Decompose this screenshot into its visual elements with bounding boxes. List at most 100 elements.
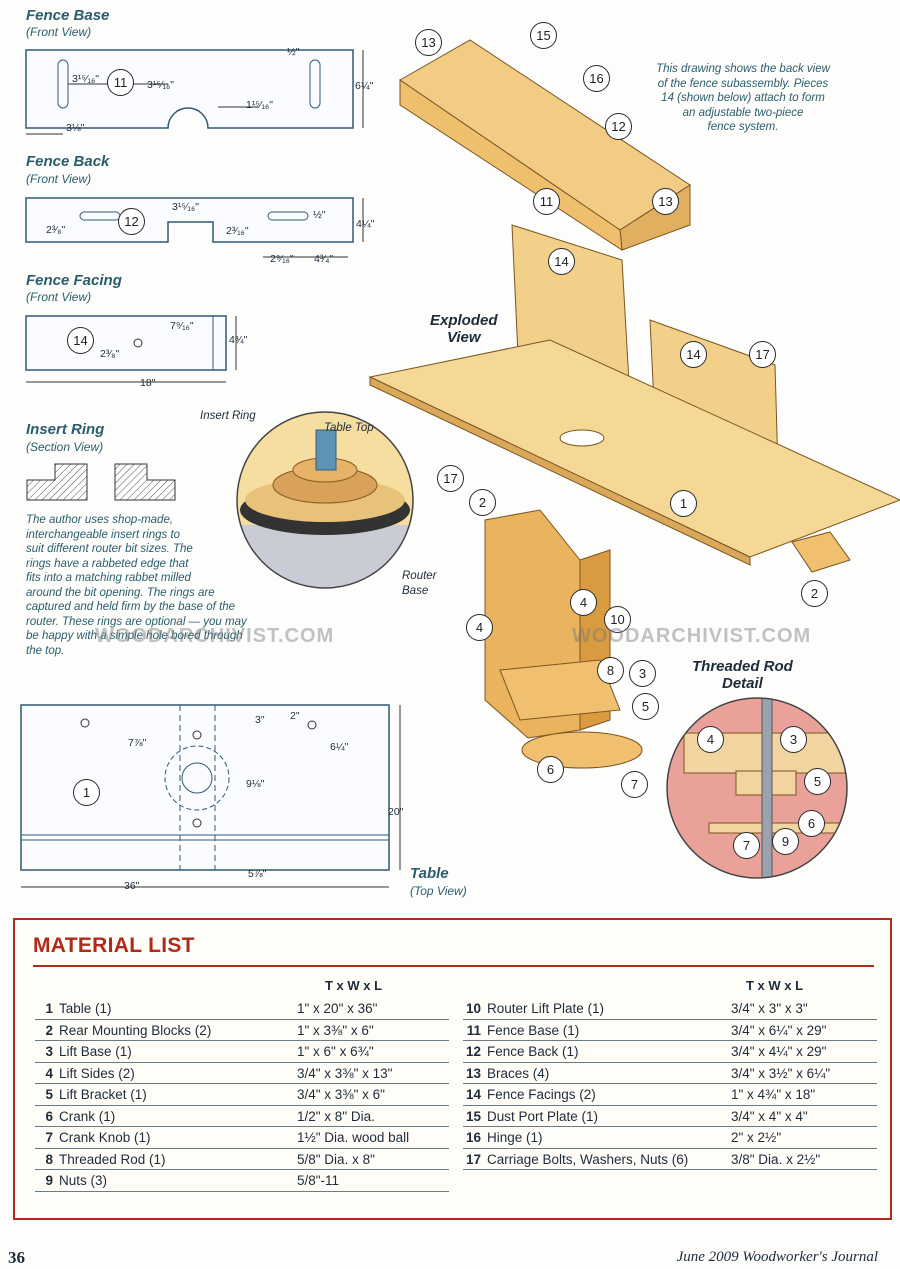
callout-8: 8 xyxy=(597,657,624,684)
detail-callout-7: 7 xyxy=(733,832,760,859)
insert-ring-section xyxy=(26,463,176,501)
fence-back-dim-5: 4¼" xyxy=(356,218,375,230)
callout-5: 5 xyxy=(632,693,659,720)
table-dim-6: 20" xyxy=(388,806,404,818)
column-header-left: T x W x L xyxy=(325,978,383,993)
detail-callout-6: 6 xyxy=(798,810,825,837)
fence-base-view: (Front View) xyxy=(26,25,92,39)
exploded-view-illustration xyxy=(368,39,900,769)
detail-callout-4: 4 xyxy=(697,726,724,753)
page-number: 36 xyxy=(8,1248,25,1267)
fence-facing-dim-3: 4¾" xyxy=(229,334,248,346)
callout-2b: 2 xyxy=(801,580,828,607)
fence-facing-title: Fence Facing xyxy=(26,272,122,289)
callout-14b: 14 xyxy=(680,341,707,368)
detail-callout-3: 3 xyxy=(780,726,807,753)
fence-base-title: Fence Base xyxy=(26,7,110,24)
detail-callout-5: 5 xyxy=(804,768,831,795)
table-dim-7: 5⅞" xyxy=(248,868,267,880)
callout-17b: 17 xyxy=(437,465,464,492)
fence-base-dim-5: 6¼" xyxy=(355,80,374,92)
table-dim-8: 36" xyxy=(124,880,140,892)
fence-back-dim-3: 2³⁄₈" xyxy=(46,224,66,236)
issue-line: June 2009 Woodworker's Journal xyxy=(676,1249,878,1265)
fence-back-dim-4: 2³⁄₁₆" xyxy=(226,225,249,237)
callout-17a: 17 xyxy=(749,341,776,368)
callout-4b: 4 xyxy=(570,589,597,616)
callout-7: 7 xyxy=(621,771,648,798)
fence-facing-dim-2: 2³⁄₈" xyxy=(100,348,120,360)
fence-facing-drawing xyxy=(25,315,237,383)
callout-12: 12 xyxy=(605,113,632,140)
callout-13b: 13 xyxy=(652,188,679,215)
fence-back-view: (Front View) xyxy=(26,172,92,186)
callout-13a: 13 xyxy=(415,29,442,56)
table-dim-2: 2" xyxy=(290,710,300,722)
insert-ring-view: (Section View) xyxy=(26,440,104,454)
callout-1: 1 xyxy=(670,490,697,517)
table-top-label: Table Top xyxy=(324,422,374,434)
table-dim-1: 3" xyxy=(255,714,265,726)
fence-back-dim-2: ½" xyxy=(313,209,326,221)
fence-base-dim-3: 1¹⁵⁄₁₆" xyxy=(246,99,273,111)
fence-back-dim-7: 4³⁄₄" xyxy=(314,253,334,265)
fence-base-drawing xyxy=(25,49,364,135)
fence-base-dim-4: ½" xyxy=(287,46,300,58)
watermark-left: WOODARCHIVIST.COM xyxy=(95,625,335,647)
part-12-callout: 12 xyxy=(118,208,145,235)
insert-ring-label: Insert Ring xyxy=(200,410,256,422)
material-list-rule xyxy=(33,965,874,967)
table-title: Table xyxy=(410,865,449,882)
fence-back-dim-6: 2⁹⁄₁₆" xyxy=(270,253,294,265)
insert-ring-title: Insert Ring xyxy=(26,421,105,438)
callout-6: 6 xyxy=(537,756,564,783)
fence-back-title: Fence Back xyxy=(26,153,110,170)
callout-15: 15 xyxy=(530,22,557,49)
part-1-callout: 1 xyxy=(73,779,100,806)
callout-16: 16 xyxy=(583,65,610,92)
table-dim-3: 7⅞" xyxy=(128,737,147,749)
insert-ring-note: The author uses shop-made,interchangeabl… xyxy=(26,514,247,657)
callout-10: 10 xyxy=(604,606,631,633)
fence-base-dim-1: 3¹⁵⁄₁₆" xyxy=(72,73,99,85)
watermark-right: WOODARCHIVIST.COM xyxy=(572,625,812,647)
fence-facing-view: (Front View) xyxy=(26,290,92,304)
callout-3: 3 xyxy=(629,660,656,687)
fence-back-drawing xyxy=(25,197,364,258)
detail-callout-9: 9 xyxy=(772,828,799,855)
fence-base-dim-6: 3⅛" xyxy=(66,122,85,134)
fence-facing-dim-1: 7⁹⁄₁₆" xyxy=(170,320,194,332)
part-11-callout: 11 xyxy=(107,69,134,96)
table-dim-4: 6¼" xyxy=(330,741,349,753)
callout-14a: 14 xyxy=(548,248,575,275)
table-dim-5: 9⅛" xyxy=(246,778,265,790)
fence-facing-dim-4: 18" xyxy=(140,377,156,389)
insert-ring-detail xyxy=(236,411,414,589)
callout-4a: 4 xyxy=(466,614,493,641)
fence-base-dim-2: 3¹⁵⁄₁₆" xyxy=(147,79,174,91)
part-14-callout: 14 xyxy=(67,327,94,354)
fence-back-dim-1: 3¹⁵⁄₁₆" xyxy=(172,201,199,213)
